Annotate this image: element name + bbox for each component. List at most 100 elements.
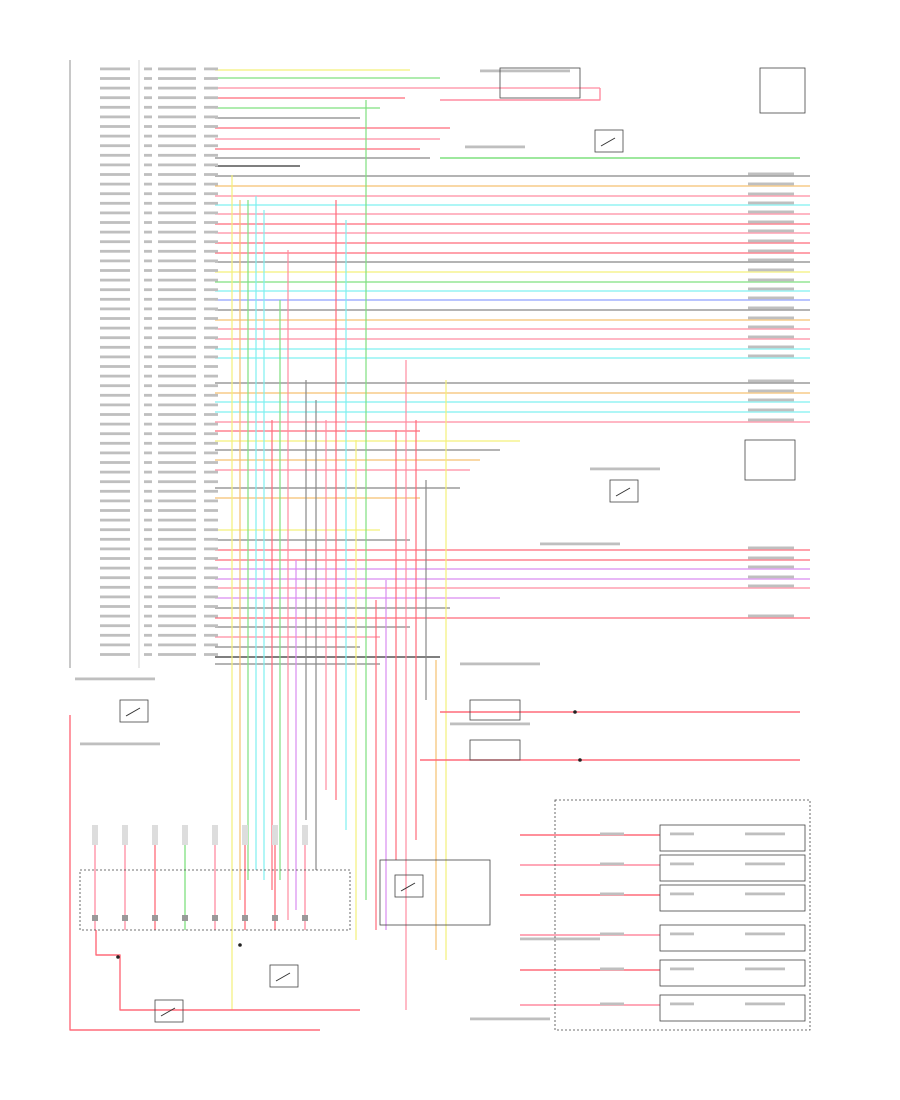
pcm-pin-wire-color: [158, 230, 196, 234]
pcm-pin-circuit: [204, 557, 218, 560]
pcm-pin-wire-color: [158, 163, 196, 167]
pcm-pin-number: [144, 67, 152, 71]
splice-dot: [573, 710, 577, 714]
right-terminal-label: [748, 398, 794, 402]
component-layer: [69, 60, 811, 1031]
solenoid-wire-label: [600, 932, 624, 936]
pcm-pin-wire-color: [158, 605, 196, 608]
pcm-pin-wire-color: [158, 278, 196, 282]
solenoid-stack-box: [659, 884, 806, 912]
pcm-pin-number: [144, 230, 152, 234]
right-terminal-label: [748, 556, 794, 560]
output-shaft-speed-sensor-box: [469, 699, 521, 721]
pcm-pin-wire-color: [158, 499, 196, 503]
pcm-pin-wire-color: [158, 105, 196, 109]
pcm-pin-circuit: [204, 355, 218, 359]
pcm-pin-wire-color: [158, 441, 196, 445]
transmission-range-sensor-box: [499, 67, 581, 99]
sensor-feed-wire: [440, 88, 601, 101]
right-terminal-label: [748, 239, 794, 243]
pcm-pin-wire-color: [158, 144, 196, 148]
pcm-pin-wire-color: [158, 432, 196, 436]
solenoid-name-label: [745, 1002, 785, 1006]
pcm-pin-circuit: [204, 278, 218, 282]
pcm-pin-function-label: [100, 585, 130, 589]
pcm-pin-circuit: [204, 633, 218, 637]
pcm-pin-function-label: [100, 105, 130, 109]
pcm-pin-number: [144, 403, 152, 407]
solenoid-name-label: [745, 832, 785, 836]
return-loop-wire: [95, 930, 360, 1011]
right-terminal-label: [748, 182, 794, 186]
pcm-pin-number: [144, 528, 152, 532]
brake-switch-contact: [600, 137, 616, 147]
pcm-pin-function-label: [100, 269, 130, 272]
pcm-pin-wire-color: [158, 317, 196, 320]
component-caption: [450, 722, 530, 726]
pcm-pin-function-label: [100, 144, 130, 148]
pcm-pin-circuit: [204, 585, 218, 589]
pcm-pin-function-label: [100, 489, 130, 493]
pcm-pin-function-label: [100, 605, 130, 608]
pcm-pin-wire-color: [158, 566, 196, 570]
pcm-pin-number: [144, 86, 152, 90]
pcm-pin-function-label: [100, 537, 130, 541]
pcm-pin-circuit: [204, 499, 218, 503]
pcm-pin-circuit: [204, 643, 218, 647]
pcm-pin-number: [144, 451, 152, 455]
pcm-pin-number: [144, 269, 152, 272]
solenoid-pin-label-block: [152, 825, 158, 845]
right-terminal-label: [748, 220, 794, 224]
pcm-pin-number: [144, 509, 152, 512]
pcm-pin-number: [144, 134, 152, 138]
pcm-pin-circuit: [204, 528, 218, 532]
solenoid-wire-label: [600, 832, 624, 836]
pcm-pin-wire-color: [158, 576, 196, 580]
right-terminal-label: [748, 172, 794, 176]
solenoid-pin-label: [670, 892, 694, 896]
right-terminal-label: [748, 379, 794, 383]
pcm-pin-number: [144, 240, 152, 244]
right-terminal-label: [748, 614, 794, 618]
pcm-pin-function-label: [100, 67, 130, 71]
pcm-pin-number: [144, 173, 152, 176]
pcm-pin-wire-color: [158, 192, 196, 196]
pcm-pin-function-label: [100, 326, 130, 330]
pcm-pin-circuit: [204, 86, 218, 90]
pcm-pin-wire-color: [158, 182, 196, 186]
pcm-pin-number: [144, 182, 152, 186]
brake-switch: [594, 129, 624, 153]
pcm-pin-circuit: [204, 173, 218, 176]
pcm-pin-circuit: [204, 163, 218, 167]
pcm-pin-wire-color: [158, 221, 196, 224]
pcm-pin-number: [144, 192, 152, 196]
right-terminal-label: [748, 408, 794, 412]
solenoid-pin-label-block: [92, 825, 98, 845]
brake-lamp-switch-box: [379, 859, 491, 926]
pcm-pin-circuit: [204, 269, 218, 272]
pcm-pin-circuit: [204, 547, 218, 551]
solenoid-pin-label: [670, 932, 694, 936]
pcm-pin-number: [144, 413, 152, 416]
pcm-pin-circuit: [204, 134, 218, 138]
right-terminal-label: [748, 258, 794, 262]
pcm-pin-number: [144, 374, 152, 378]
pcm-pin-circuit: [204, 393, 218, 397]
pcm-pin-number: [144, 557, 152, 560]
pcm-pin-wire-color: [158, 413, 196, 416]
splice-dot: [238, 943, 242, 947]
pcm-pin-number: [144, 105, 152, 109]
pcm-pin-function-label: [100, 614, 130, 618]
pcm-pin-number: [144, 393, 152, 397]
pcm-pin-function-label: [100, 633, 130, 637]
pcm-pin-number: [144, 585, 152, 589]
solenoid-name-label: [745, 892, 785, 896]
pcm-pin-circuit: [204, 230, 218, 234]
pcm-pin-circuit: [204, 288, 218, 292]
pcm-pin-wire-color: [158, 115, 196, 119]
pcm-pin-number: [144, 307, 152, 311]
pcm-pin-wire-color: [158, 249, 196, 253]
pcm-pin-wire-color: [158, 384, 196, 388]
pcm-pin-number: [144, 115, 152, 119]
pcm-pin-function-label: [100, 461, 130, 464]
